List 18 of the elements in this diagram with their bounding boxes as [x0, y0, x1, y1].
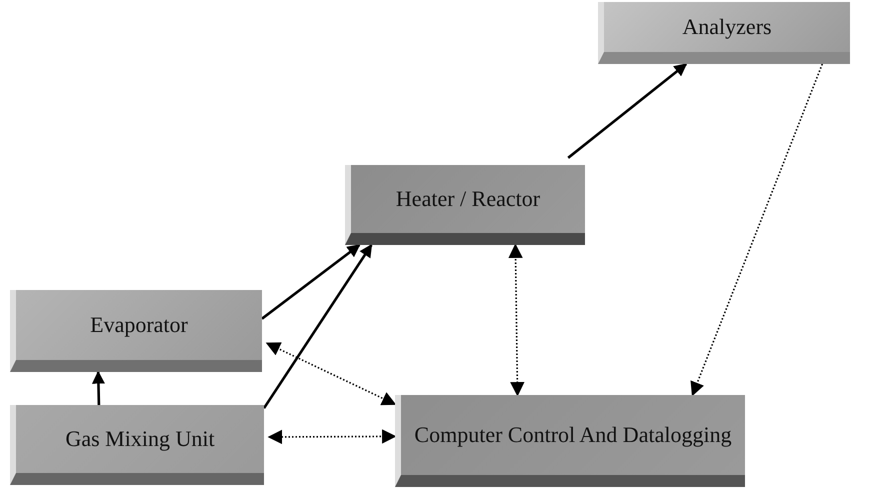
arrow [261, 244, 360, 320]
arrow [92, 370, 105, 406]
node-label: Evaporator [90, 312, 188, 338]
dotted-arrow [690, 64, 824, 396]
node-label: Gas Mixing Unit [65, 426, 215, 452]
block-box [10, 290, 262, 372]
block-box [10, 405, 264, 485]
arrow [567, 62, 688, 159]
node-label: Analyzers [682, 14, 772, 40]
block-box [345, 165, 585, 245]
node-label: Heater / Reactor [396, 186, 540, 212]
arrow [262, 244, 372, 409]
dotted-arrow [266, 342, 396, 406]
node-label: Computer Control And Datalogging [414, 422, 732, 448]
dotted-arrow [508, 244, 525, 396]
block-box [395, 395, 745, 487]
block-box [598, 2, 850, 64]
dotted-arrow [268, 429, 396, 444]
